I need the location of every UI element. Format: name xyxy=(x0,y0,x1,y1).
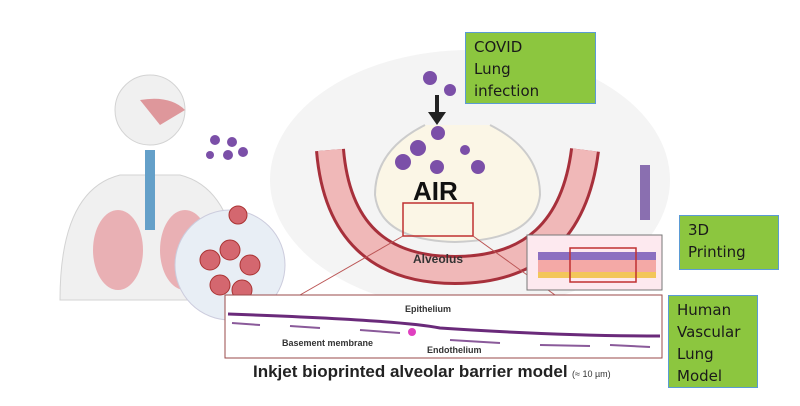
caption: Inkjet bioprinted alveolar barrier model… xyxy=(253,362,611,382)
callout-line: 3D xyxy=(688,221,710,239)
bioprinter-well xyxy=(526,165,663,291)
callout-line: infection xyxy=(474,82,540,100)
human-vascular-lung-model-callout: Human Vascular Lung Model xyxy=(668,295,758,388)
caption-scale: (≈ 10 µm) xyxy=(572,369,611,379)
callout-line: Lung xyxy=(677,345,714,363)
3d-printing-callout: 3D Printing xyxy=(679,215,779,270)
alveolus-label: Alveolus xyxy=(413,252,464,266)
covid-lung-infection-callout: COVID Lung infection xyxy=(465,32,596,104)
callout-line: Human xyxy=(677,301,732,319)
endothelium-label: Endothelium xyxy=(427,345,482,355)
trachea xyxy=(145,150,155,230)
callout-line: Model xyxy=(677,367,723,385)
callout-line: COVID xyxy=(474,38,523,56)
zoom-line-left xyxy=(299,235,404,296)
zoom-box xyxy=(402,202,474,237)
callout-line: Vascular xyxy=(677,323,741,341)
caption-title: Inkjet bioprinted alveolar barrier model xyxy=(253,362,568,381)
virus-particles-small xyxy=(206,135,248,160)
basement-membrane-label: Basement membrane xyxy=(282,338,374,348)
down-arrow xyxy=(428,112,446,125)
callout-line: Printing xyxy=(688,243,746,261)
epithelium-layer xyxy=(227,312,661,338)
callout-line: Lung xyxy=(474,60,511,78)
endothelium-layer xyxy=(231,322,651,348)
air-label: AIR xyxy=(413,176,458,206)
epithelium-label: Epithelium xyxy=(405,304,452,314)
virus-particles xyxy=(395,71,485,174)
